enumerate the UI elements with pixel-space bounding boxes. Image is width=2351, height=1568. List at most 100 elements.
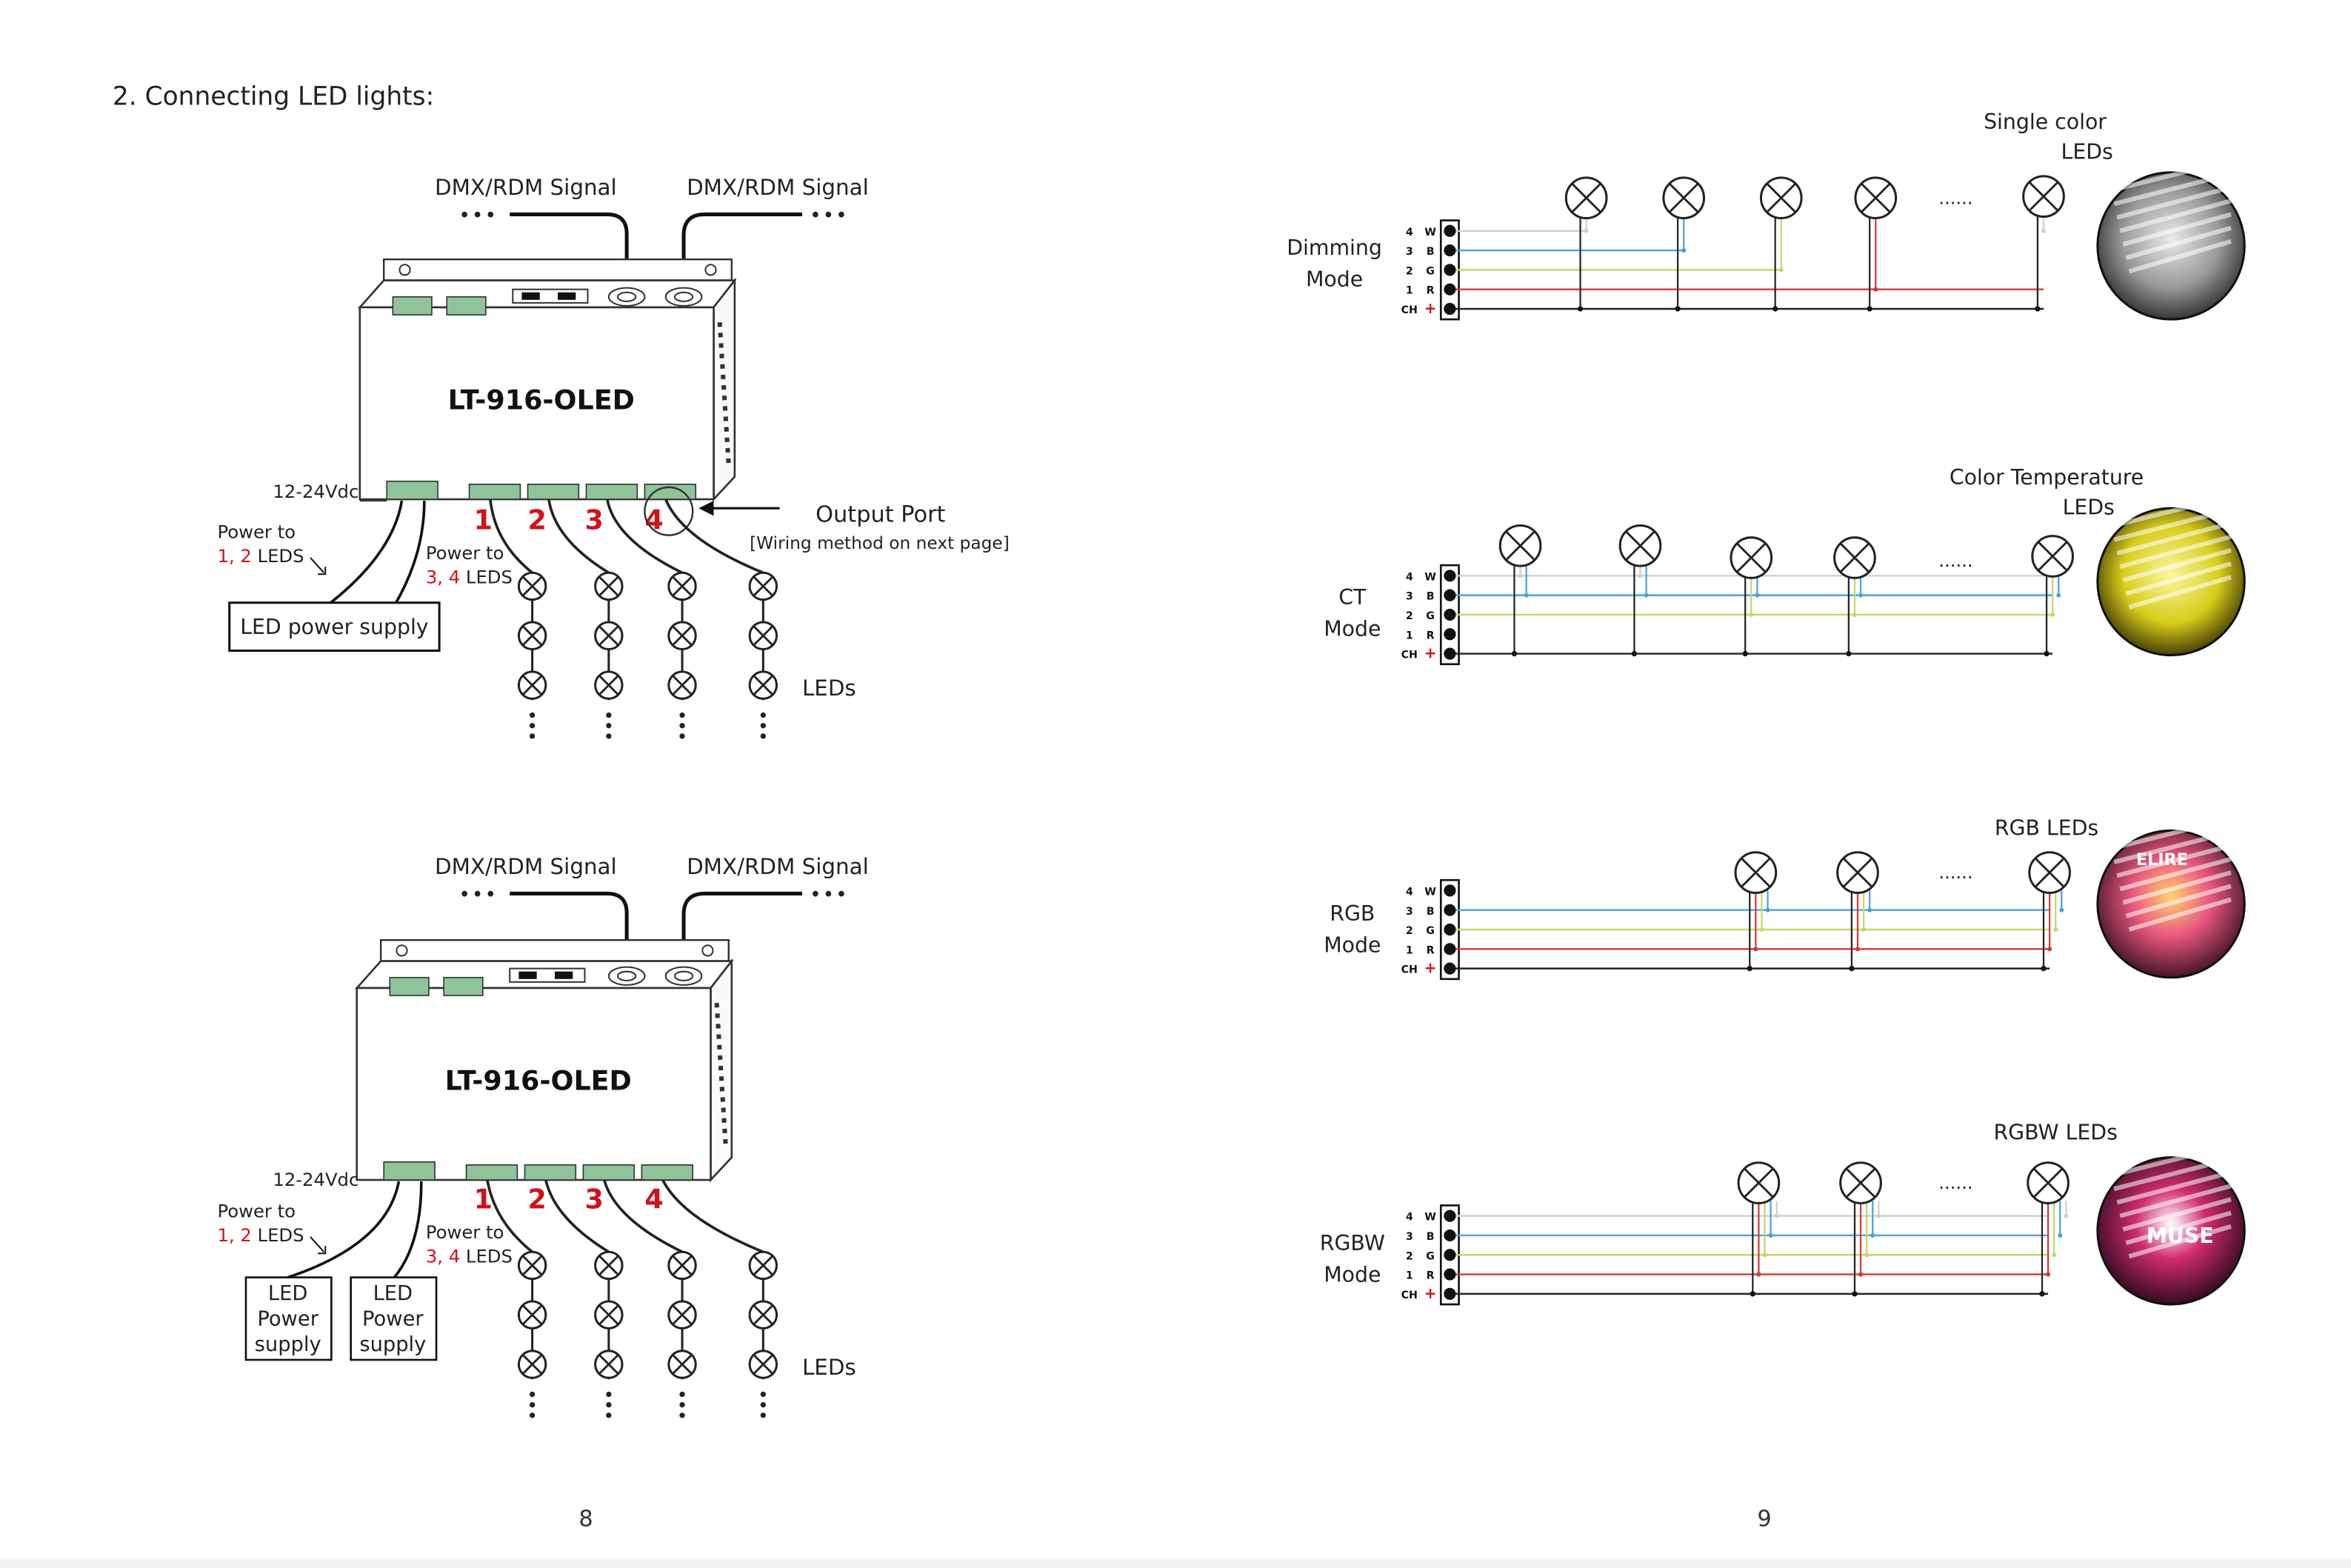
wire-junction <box>1750 1291 1755 1297</box>
power-34-channels: 3, 4 <box>426 566 460 587</box>
continuation-dot <box>760 733 766 739</box>
led-bulb <box>748 571 778 601</box>
continuation-dot <box>529 723 536 729</box>
led-bulb <box>2028 851 2071 894</box>
wire-junction <box>1631 650 1638 657</box>
led-bulb <box>667 670 697 700</box>
led-bulb <box>1564 176 1608 220</box>
continuation-dots-right: ••• <box>810 205 849 227</box>
wiring-diagram-single-supply: DMX/RDM Signal DMX/RDM Signal ••• ••• LT… <box>218 175 1010 739</box>
continuation-dot <box>529 1391 536 1398</box>
terminal-letter: G <box>1426 1250 1435 1262</box>
more-leds-ellipsis: ...... <box>1938 861 1972 883</box>
led-bulb <box>1836 851 1879 894</box>
page-number-left: 8 <box>578 1505 593 1532</box>
page-number-right: 9 <box>1757 1505 1772 1532</box>
led-bulb <box>1618 524 1662 567</box>
wire-junction <box>1867 907 1873 913</box>
section-title: 2. Connecting LED lights: <box>112 82 435 113</box>
more-leds-ellipsis: ...... <box>1938 1172 1972 1193</box>
terminal-screw <box>1444 264 1456 276</box>
controller-device: LT-916-OLED <box>357 258 737 502</box>
continuation-dot <box>679 712 685 718</box>
svg-text:3, 4 LEDS: 3, 4 LEDS <box>426 1245 513 1267</box>
terminal-number: 1 <box>1406 285 1413 297</box>
led-power-supply-label: LED power supply <box>240 615 428 639</box>
led-bulb <box>517 1350 547 1379</box>
wire-junction <box>2035 306 2041 312</box>
wire-junction <box>2047 947 2052 952</box>
svg-text:LED: LED <box>373 1282 413 1305</box>
led-type-label-line2: LEDs <box>2061 140 2113 164</box>
led-column <box>748 1250 778 1418</box>
terminal-screw <box>1444 647 1456 660</box>
led-bulb <box>594 621 624 650</box>
terminal-number: 1 <box>1406 1270 1413 1282</box>
wire-junction <box>1747 965 1753 972</box>
wire-junction <box>1762 1252 1767 1258</box>
wire-junction <box>1864 1252 1870 1258</box>
terminal-screw <box>1444 962 1456 975</box>
wire-junction <box>1858 1272 1864 1277</box>
led-bulb <box>1759 176 1803 220</box>
terminal-screw <box>1444 904 1456 916</box>
terminal-number: 2 <box>1406 610 1413 622</box>
dmx-signal-label-left: DMX/RDM Signal <box>435 175 617 200</box>
wire-junction <box>1749 612 1754 617</box>
led-bulb <box>2031 535 2074 578</box>
led-building-photo <box>2096 158 2246 321</box>
led-power-supply-box-a <box>244 1276 333 1361</box>
led-bulb <box>1498 524 1542 567</box>
photo-sign-text: ELIRE <box>2136 850 2188 870</box>
continuation-dot <box>679 1391 685 1398</box>
dmx-signal-label-right: DMX/RDM Signal <box>687 175 869 200</box>
terminal-number: 4 <box>1406 886 1413 898</box>
terminal-screw <box>1444 943 1456 955</box>
mode-label-line2: Mode <box>1324 616 1381 641</box>
continuation-dot <box>606 723 612 729</box>
svg-text:1, 2 LEDS: 1, 2 LEDS <box>218 545 304 567</box>
continuation-dot <box>760 1391 766 1398</box>
led-column <box>667 571 697 739</box>
terminal-number: 2 <box>1406 265 1413 277</box>
wire-junction <box>2044 650 2050 657</box>
power-to-34-label: Power to <box>426 1221 504 1243</box>
terminal-number: CH <box>1401 964 1418 976</box>
terminal-screw <box>1444 608 1456 621</box>
terminal-letter: R <box>1427 285 1435 297</box>
led-type-label: RGB LEDs <box>1995 815 2098 840</box>
terminal-letter: W <box>1424 1212 1436 1224</box>
led-bulb <box>1734 851 1778 894</box>
wire-junction <box>1855 947 1861 952</box>
wire-junction <box>1876 1213 1881 1218</box>
led-bulb <box>1662 176 1706 220</box>
continuation-dot <box>679 733 685 739</box>
led-column <box>517 1250 547 1418</box>
led-bulb <box>667 1300 697 1330</box>
device-model-label: LT-916-OLED <box>448 384 635 416</box>
wire-junction <box>1755 593 1760 598</box>
continuation-dots-left: ••• <box>458 205 498 227</box>
svg-text:LED: LED <box>268 1282 308 1305</box>
wire-junction <box>1852 1291 1858 1297</box>
continuation-dots-left: ••• <box>458 884 498 907</box>
led-type-label: RGBW LEDs <box>1994 1120 2118 1144</box>
continuation-dot <box>760 712 766 718</box>
led-bulb <box>594 1250 624 1281</box>
wire-junction <box>1861 927 1867 933</box>
page-footer-bar <box>0 1559 2351 1568</box>
terminal-screw <box>1444 283 1456 296</box>
led-bulb <box>748 1300 778 1330</box>
wire-junction <box>1681 248 1687 253</box>
channel-number-1: 1 <box>474 504 493 536</box>
wire-junction <box>2058 1232 2063 1238</box>
device-model-label: LT-916-OLED <box>445 1065 632 1097</box>
wire-junction <box>1852 612 1857 617</box>
leds-label: LEDs <box>802 1355 856 1380</box>
terminal-letter: G <box>1426 925 1435 937</box>
led-bulb <box>667 571 697 601</box>
terminal-letter: B <box>1427 1231 1435 1243</box>
continuation-dot <box>760 1412 766 1418</box>
power-to-12-label: Power to <box>218 521 296 543</box>
